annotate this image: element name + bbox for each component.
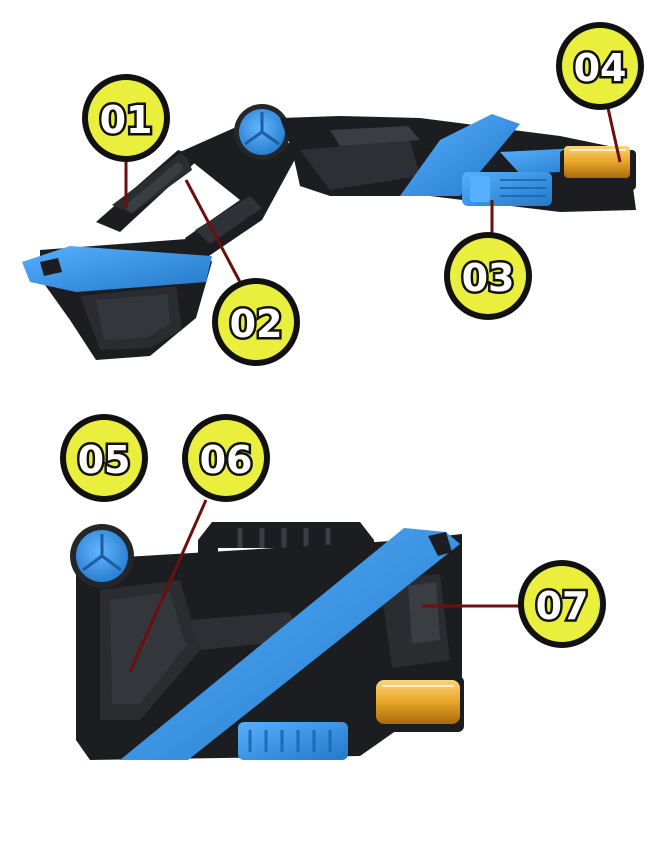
callout-badge: 05 [60,414,148,502]
case-blue-diagonal [120,528,460,760]
callout-label: 04 [574,46,627,90]
callout-label: 01 [100,98,153,142]
folded-mode-device [70,522,464,760]
callout-badge: 04 [556,22,644,110]
callout-label: 07 [536,584,589,628]
stock-blue-trim [22,246,212,292]
trigger-block [462,172,552,206]
callout-badge: 07 [518,560,606,648]
case-blue-grip [238,722,348,760]
callout-label: 06 [200,438,253,482]
callout-badges: 01 02 03 04 05 06 07 [60,22,644,648]
case-gold-cylinder [372,676,464,732]
callout-label: 05 [78,438,131,482]
callout-badge: 06 [182,414,270,502]
leader-lines [124,107,622,673]
leader-04 [606,107,622,163]
dial [234,104,290,160]
gold-tip [560,146,636,190]
callout-badge: 02 [212,278,300,366]
callout-badge: 01 [82,74,170,162]
bow-mode-device [22,104,636,360]
leader-06 [128,499,208,673]
grip-handle [96,150,200,232]
leader-02 [184,179,242,283]
case-dial [70,524,134,588]
callout-label: 03 [462,256,515,300]
callout-badge: 03 [444,232,532,320]
barrel-blue-stripe [400,114,520,196]
callout-label: 02 [230,302,283,346]
